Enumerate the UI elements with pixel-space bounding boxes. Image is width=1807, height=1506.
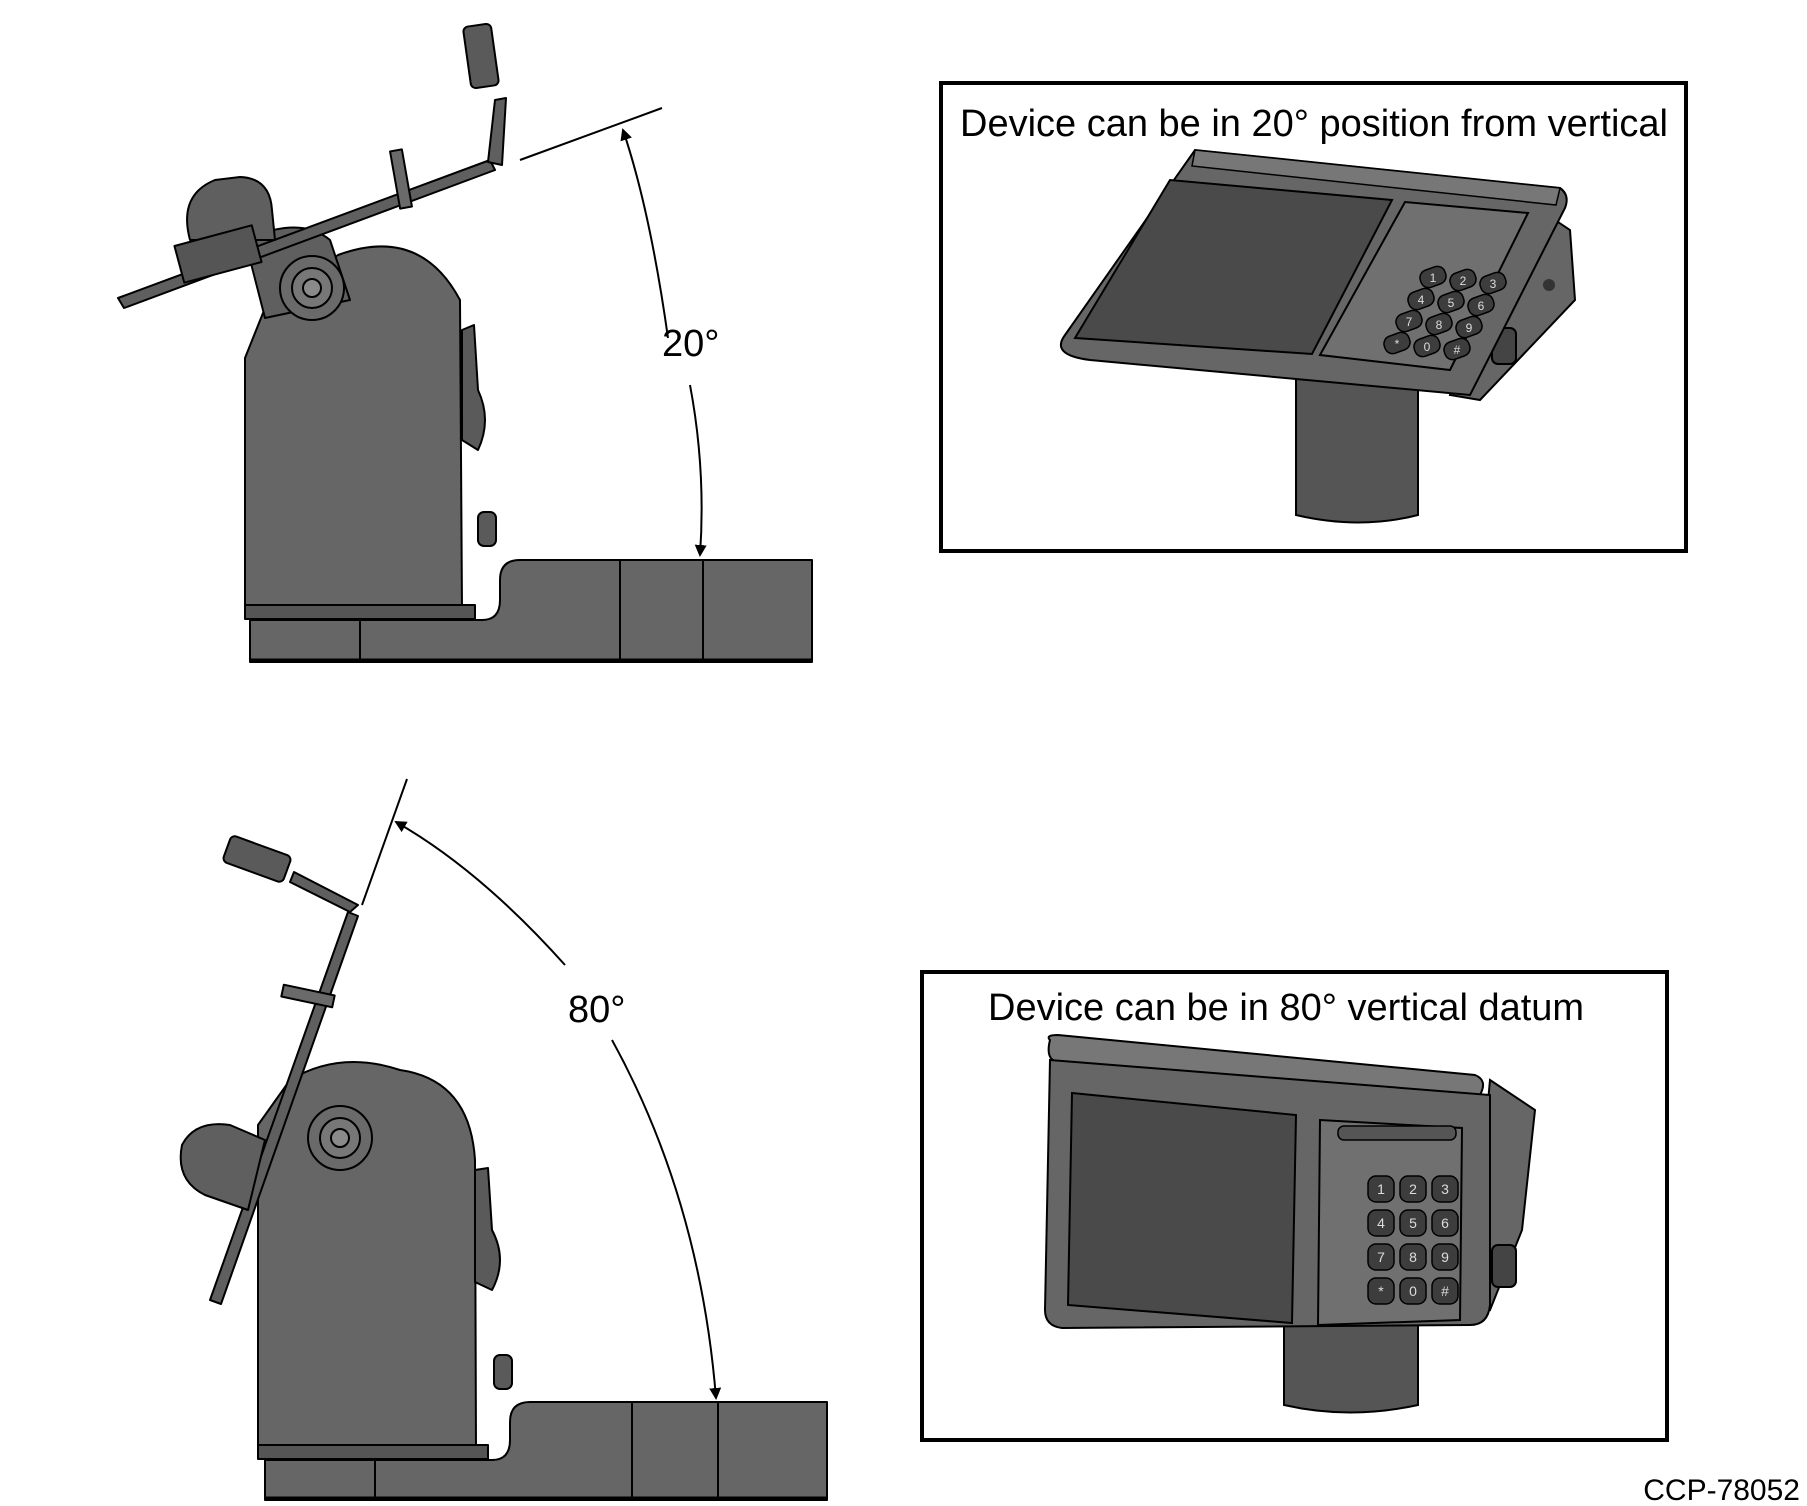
terminal-stand <box>1295 369 1419 524</box>
keypad-key: 8 <box>1399 1243 1427 1271</box>
figure-id: CCP-78052 <box>1643 1474 1800 1506</box>
svg-text:6: 6 <box>1441 1215 1449 1231</box>
base-rail-80 <box>264 1401 828 1501</box>
svg-text:4: 4 <box>1377 1215 1385 1231</box>
side-view-20-degree <box>117 23 813 663</box>
base-rail <box>249 559 813 663</box>
pedestal-body-80 <box>257 1061 477 1453</box>
keypad-key: * <box>1367 1277 1395 1305</box>
pedestal-body <box>244 245 463 611</box>
angle-arrow-80-lower <box>611 1039 722 1400</box>
terminal-screen-20 <box>1073 178 1394 356</box>
keypad-key: 8 <box>1425 312 1453 336</box>
svg-text:*: * <box>1395 337 1400 351</box>
svg-text:9: 9 <box>1441 1249 1449 1265</box>
reference-line-20 <box>519 107 663 161</box>
inset-80-degree: Device can be in 80° vertical datum 1 2 3 4… <box>920 970 1669 1442</box>
svg-text:7: 7 <box>1406 315 1413 329</box>
svg-text:0: 0 <box>1424 340 1431 354</box>
svg-text:3: 3 <box>1490 277 1497 291</box>
keypad-key: 9 <box>1455 315 1483 339</box>
svg-text:#: # <box>1454 343 1461 357</box>
svg-text:4: 4 <box>1418 293 1425 307</box>
keypad-key: 3 <box>1479 271 1507 295</box>
svg-text:0: 0 <box>1409 1283 1417 1299</box>
keypad-key: 1 <box>1367 1175 1395 1203</box>
keypad-key: 2 <box>1399 1175 1427 1203</box>
keypad-keys-20: 1 2 3 4 5 6 7 8 9 * 0 # <box>1383 265 1507 361</box>
keypad-keys-80: 1 2 3 4 5 6 7 8 9 * 0 # <box>1367 1175 1459 1305</box>
angle-label-20: 20° <box>662 323 719 365</box>
keypad-key: * <box>1383 331 1411 355</box>
keypad-key: 4 <box>1367 1209 1395 1237</box>
svg-text:2: 2 <box>1409 1181 1417 1197</box>
keypad-key: 2 <box>1449 268 1477 292</box>
inset-caption-20: Device can be in 20° position from verti… <box>960 103 1668 145</box>
terminal-stand-80 <box>1283 1319 1419 1414</box>
keypad-key: # <box>1431 1277 1459 1305</box>
keypad-key: 6 <box>1431 1209 1459 1237</box>
svg-text:8: 8 <box>1409 1249 1417 1265</box>
svg-text:2: 2 <box>1460 274 1467 288</box>
terminal-screen-80 <box>1066 1091 1298 1325</box>
keypad-key: 0 <box>1399 1277 1427 1305</box>
keypad-key: 4 <box>1407 287 1435 311</box>
reference-line-80 <box>361 778 408 906</box>
front-lock <box>186 176 276 241</box>
angle-arrow-80-upper <box>394 821 566 966</box>
keypad-key: 5 <box>1399 1209 1427 1237</box>
angle-arrow-20-lower <box>689 384 707 557</box>
svg-text:1: 1 <box>1430 271 1437 285</box>
keypad-key: # <box>1443 337 1471 361</box>
keypad-key: 0 <box>1413 334 1441 358</box>
keypad-key: 5 <box>1437 290 1465 314</box>
svg-text:#: # <box>1441 1283 1449 1299</box>
keypad-key: 7 <box>1367 1243 1395 1271</box>
svg-text:*: * <box>1378 1283 1384 1299</box>
svg-text:8: 8 <box>1436 318 1443 332</box>
keypad-key: 3 <box>1431 1175 1459 1203</box>
svg-text:5: 5 <box>1448 296 1455 310</box>
angle-arrow-20-upper <box>620 128 669 339</box>
svg-text:7: 7 <box>1377 1249 1385 1265</box>
angle-label-80: 80° <box>568 989 625 1031</box>
inset-20-degree: Device can be in 20° position from verti… <box>939 81 1688 553</box>
svg-text:5: 5 <box>1409 1215 1417 1231</box>
svg-text:9: 9 <box>1466 321 1473 335</box>
keypad-key: 9 <box>1431 1243 1459 1271</box>
svg-text:1: 1 <box>1377 1181 1385 1197</box>
svg-text:3: 3 <box>1441 1181 1449 1197</box>
svg-text:6: 6 <box>1478 299 1485 313</box>
keypad-key: 7 <box>1395 309 1423 333</box>
keypad-key: 1 <box>1419 265 1447 289</box>
side-view-80-degree <box>179 835 828 1501</box>
keypad-key: 6 <box>1467 293 1495 317</box>
inset-caption-80: Device can be in 80° vertical datum <box>988 987 1584 1029</box>
front-lock-80 <box>179 1123 266 1211</box>
